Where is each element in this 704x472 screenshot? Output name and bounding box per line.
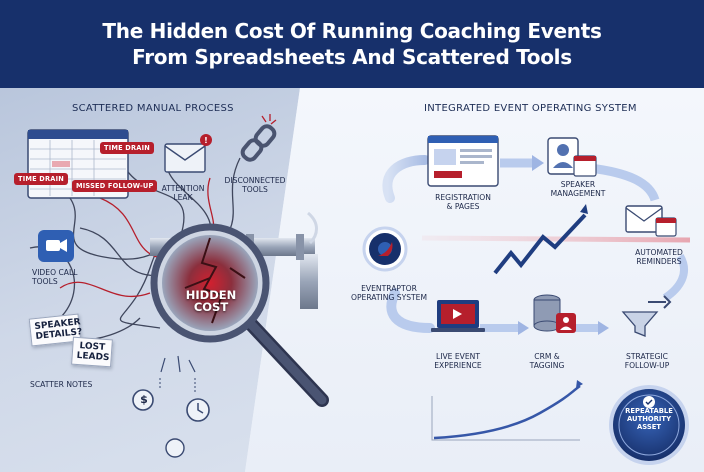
eventraptor-logo-icon — [362, 226, 408, 272]
illustration: ! — [27, 114, 691, 465]
envelope-alert-icon: ! — [164, 134, 212, 173]
left-section-title: SCATTERED MANUAL PROCESS — [72, 103, 234, 114]
growth-line-chart — [431, 380, 583, 441]
funnel-icon — [621, 295, 672, 337]
crm-label: CRM &TAGGING — [529, 352, 565, 370]
registration-window-icon — [427, 135, 499, 187]
live-event-laptop-icon — [431, 300, 485, 332]
magnifying-glass-icon — [150, 223, 329, 407]
svg-text:!: ! — [204, 136, 208, 145]
registration-label: REGISTRATION& PAGES — [435, 193, 491, 211]
speaker-profile-icon — [547, 137, 597, 177]
chain-break-spark — [261, 114, 277, 125]
dollar-glyph: $ — [140, 393, 148, 406]
flow-arrows — [382, 155, 691, 335]
right-section-title: INTEGRATED EVENT OPERATING SYSTEM — [424, 103, 637, 114]
reminder-envelope-icon — [625, 205, 677, 237]
falling-money-icons — [132, 355, 210, 458]
broken-chain-icon — [240, 124, 277, 162]
growth-arrow-icon — [493, 204, 588, 275]
title-line-1: The Hidden Cost Of Running Coaching Even… — [102, 19, 602, 43]
time-drain-tag-2: TIME DRAIN — [14, 173, 68, 185]
authority-badge-icon — [609, 385, 689, 465]
page-header: The Hidden Cost Of Running Coaching Even… — [0, 0, 704, 88]
time-drain-tag-1: TIME DRAIN — [100, 142, 154, 154]
crm-database-icon — [533, 294, 576, 333]
missed-followup-tag: MISSED FOLLOW-UP — [72, 180, 158, 192]
scatter-notes-label: SCATTER NOTES — [30, 380, 93, 389]
video-camera-icon — [38, 230, 74, 262]
title-line-2: From Spreadsheets And Scattered Tools — [132, 45, 572, 69]
